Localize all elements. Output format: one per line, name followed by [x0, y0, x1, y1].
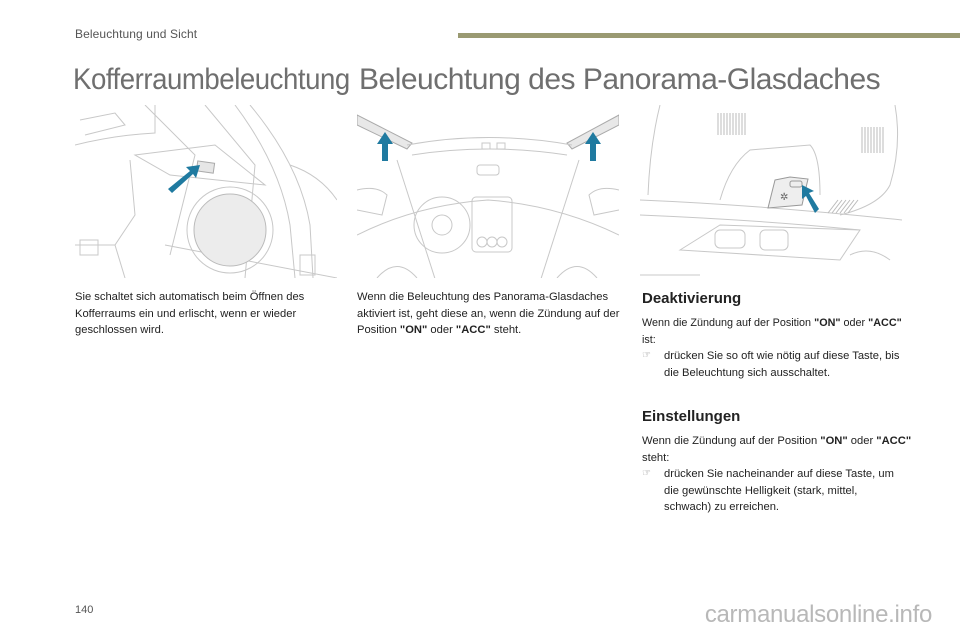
text-part: Wenn die Zündung auf der Position: [642, 435, 821, 447]
svg-text:✲: ✲: [780, 192, 788, 203]
deactivation-intro: Wenn die Zündung auf der Position "ON" o…: [642, 315, 912, 348]
text-part: oder: [847, 435, 877, 447]
trunk-illustration: [75, 105, 337, 278]
text-part: oder: [840, 317, 869, 329]
deactivation-step-text: drücken Sie so oft wie nötig auf diese T…: [664, 350, 900, 379]
acc-label: "ACC": [876, 435, 912, 447]
title-panoramic-roof-lighting: Beleuchtung des Panorama-Glasdaches: [359, 63, 881, 96]
title-trunk-lighting: Kofferraumbeleuchtung: [73, 63, 350, 96]
text-part: steht.: [490, 324, 522, 336]
on-label: "ON": [814, 317, 841, 329]
settings-section: Einstellungen Wenn die Zündung auf der P…: [642, 408, 912, 516]
acc-label: "ACC": [455, 324, 491, 336]
trunk-lighting-description: Sie schaltet sich automatisch beim Öffne…: [75, 291, 305, 336]
watermark-link[interactable]: carmanualsonline.info: [704, 601, 932, 628]
section-label: Beleuchtung und Sicht: [75, 27, 198, 41]
page-number: 140: [75, 604, 94, 616]
acc-label: "ACC": [868, 317, 902, 329]
deactivation-heading: Deaktivierung: [642, 290, 742, 307]
pointing-hand-icon: ☞: [642, 468, 651, 479]
roof-console-illustration: ✲: [640, 105, 902, 278]
text-part: oder: [427, 324, 456, 336]
text-part: Wenn die Zündung auf der Position: [642, 317, 815, 329]
header-bar: [458, 33, 960, 38]
cabin-illustration: [357, 105, 619, 278]
settings-step-text: drücken Sie nacheinander auf diese Taste…: [664, 468, 894, 513]
settings-step: ☞ drücken Sie nacheinander auf diese Tas…: [642, 466, 912, 516]
text-part: Wenn die Beleuchtung des Panorama-Glasda…: [357, 291, 620, 336]
text-part: steht:: [642, 451, 670, 464]
settings-intro: Wenn die Zündung auf der Position "ON" o…: [642, 433, 912, 466]
settings-heading: Einstellungen: [642, 408, 741, 425]
on-label: "ON": [820, 435, 848, 447]
deactivation-section: Deaktivierung Wenn die Zündung auf der P…: [642, 290, 912, 381]
pointing-hand-icon: ☞: [642, 350, 651, 361]
panoramic-lighting-description: Wenn die Beleuchtung des Panorama-Glasda…: [357, 289, 627, 339]
deactivation-step: ☞ drücken Sie so oft wie nötig auf diese…: [642, 348, 912, 381]
on-label: "ON": [399, 324, 428, 336]
text-part: ist:: [642, 333, 656, 346]
